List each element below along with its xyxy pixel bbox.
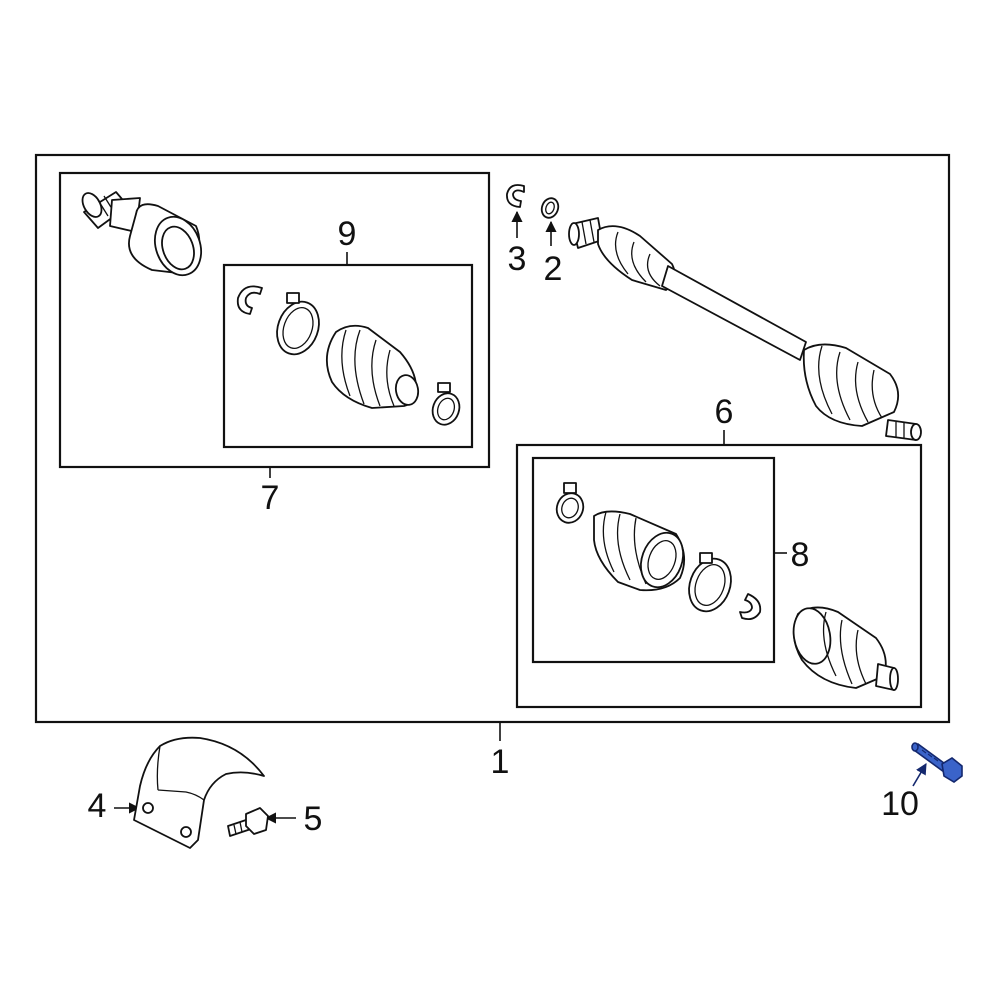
inner-boot-kit-parts — [236, 285, 461, 426]
axle-shaft-part — [568, 217, 922, 441]
outer-cv-joint-part — [792, 606, 899, 691]
callout-7: 7 — [261, 479, 280, 517]
callout-2: 2 — [544, 250, 563, 288]
axle-bolt-highlighted-part — [911, 742, 963, 783]
callout-6: 6 — [715, 393, 734, 431]
outer-boot-kit-parts — [555, 482, 762, 621]
washer-part — [540, 197, 560, 219]
inner-boot-kit-frame — [222, 263, 474, 449]
shield-bolt-part — [227, 807, 269, 837]
snap-ring-part — [506, 184, 525, 208]
axle-assembly-frame — [34, 153, 951, 724]
outer-boot-kit-frame — [531, 456, 776, 664]
callout-8: 8 — [791, 536, 810, 574]
inner-cv-joint-housing — [81, 191, 202, 277]
callout-3: 3 — [508, 240, 527, 278]
inner-joint-kit-frame — [58, 171, 491, 469]
heat-shield-part — [133, 736, 265, 849]
outer-joint-kit-frame — [515, 443, 923, 709]
callout-9: 9 — [338, 215, 357, 253]
callout-10-leader — [912, 763, 927, 787]
callout-5: 5 — [304, 800, 323, 838]
callout-4: 4 — [88, 787, 107, 825]
callout-10: 10 — [881, 785, 919, 823]
callout-1: 1 — [491, 743, 510, 781]
